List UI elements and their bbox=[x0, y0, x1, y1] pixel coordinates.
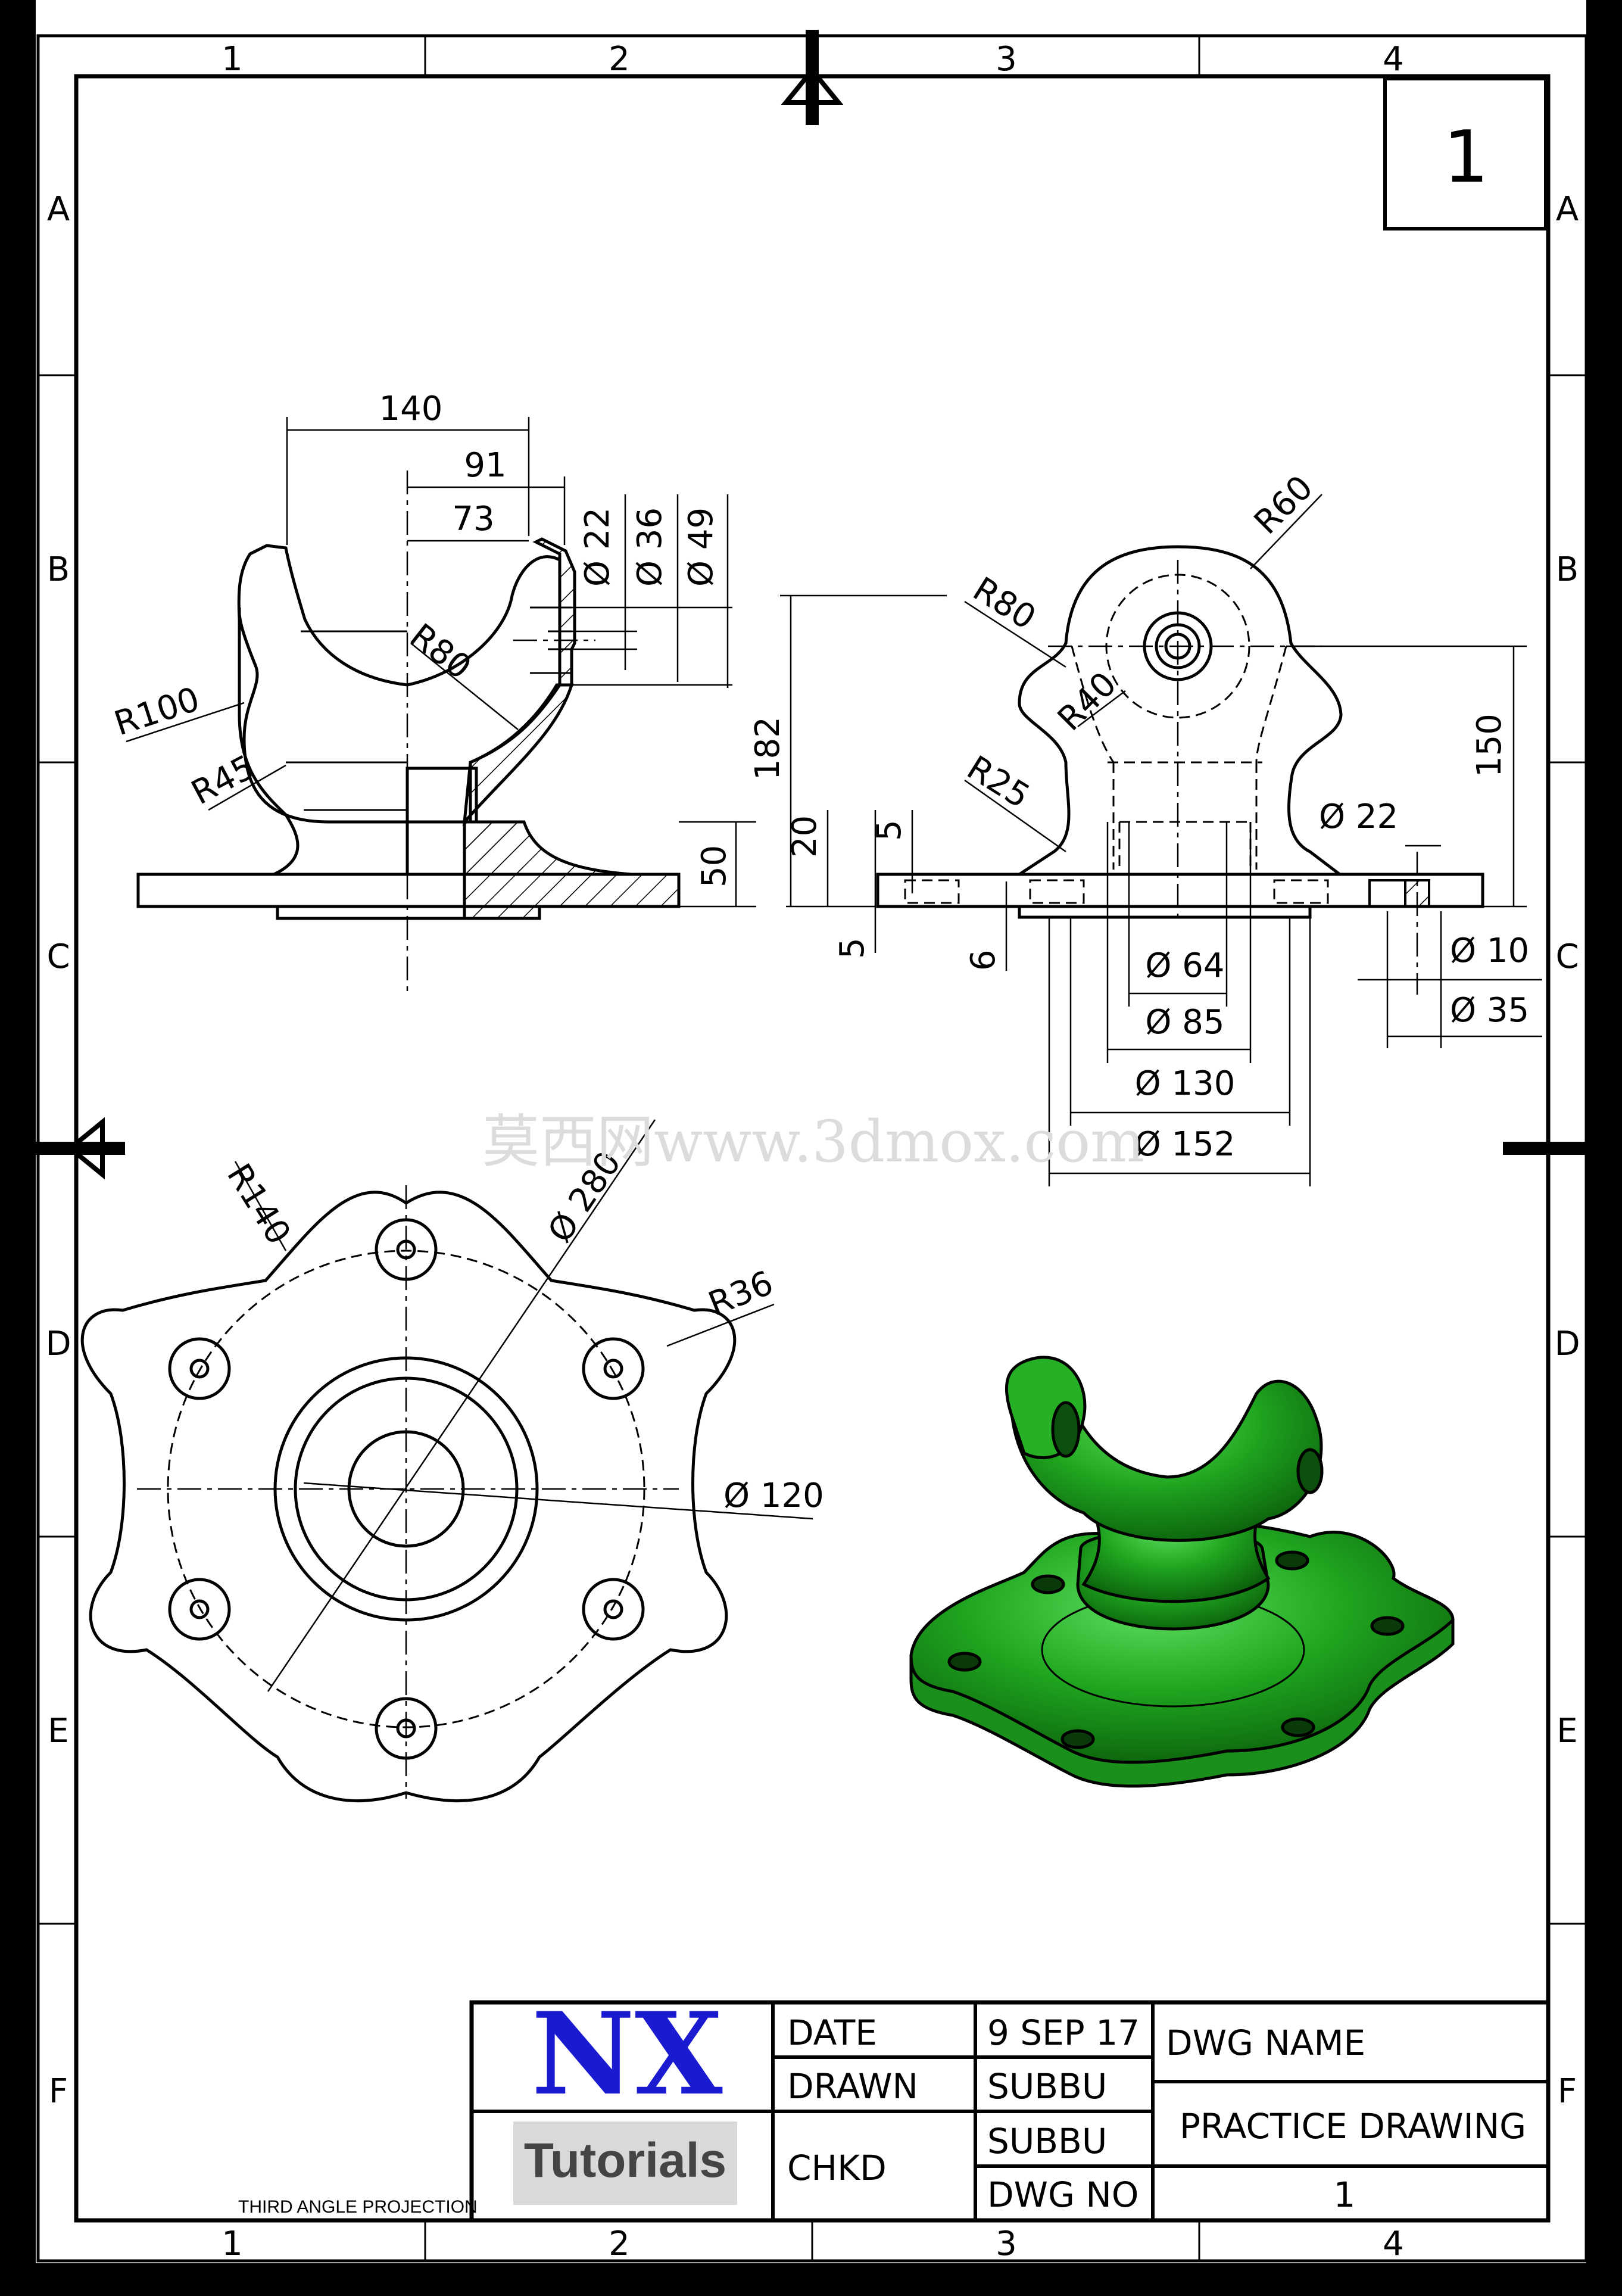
front-section-view: 140 91 73 Ø 22 Ø 36 Ø 49 R100 R45 R80 50 bbox=[110, 390, 756, 995]
front-left-neck bbox=[238, 619, 300, 876]
logo-tutorials-bg bbox=[513, 2121, 737, 2205]
tb-dwgno-value: 1 bbox=[1334, 2174, 1356, 2215]
watermark: 莫西网www.3dmox.com bbox=[482, 1108, 1144, 1175]
dim-side-5-lower: 5 bbox=[833, 937, 872, 959]
zone-row-a-left: A bbox=[47, 190, 70, 229]
zone-row-a-right: A bbox=[1556, 190, 1579, 229]
tb-dwgname-value: PRACTICE DRAWING bbox=[1180, 2106, 1526, 2147]
logo-nx: NX bbox=[531, 1987, 723, 2120]
top-bolt-holes bbox=[168, 1218, 645, 1760]
zone-col-2-top: 2 bbox=[609, 40, 630, 79]
tb-dwgno-label: DWG NO bbox=[987, 2174, 1138, 2215]
dim-front-50: 50 bbox=[695, 845, 734, 887]
bottom-margin-band bbox=[0, 2263, 1622, 2296]
zone-col-3-bottom: 3 bbox=[996, 2225, 1017, 2263]
dim-side-phi10: Ø 10 bbox=[1450, 932, 1529, 970]
dim-side-5-upper: 5 bbox=[870, 820, 909, 841]
dim-side-182: 182 bbox=[748, 716, 787, 780]
dim-side-20: 20 bbox=[785, 815, 824, 858]
zone-col-1-top: 1 bbox=[222, 40, 243, 79]
zone-row-f-right: F bbox=[1558, 2072, 1577, 2111]
tb-chkd-value: SUBBU bbox=[987, 2121, 1107, 2161]
zone-col-3-top: 3 bbox=[996, 40, 1017, 79]
zone-row-e-right: E bbox=[1557, 1712, 1577, 1750]
tb-drawn-value: SUBBU bbox=[987, 2066, 1107, 2107]
dim-top-phi120: Ø 120 bbox=[723, 1476, 824, 1515]
dim-side-6: 6 bbox=[964, 949, 1003, 971]
dim-front-140: 140 bbox=[379, 390, 443, 428]
dim-front-phi36: Ø 36 bbox=[631, 507, 669, 587]
sheet-number: 1 bbox=[1443, 116, 1489, 199]
zone-col-4-top: 4 bbox=[1383, 40, 1404, 79]
dim-side-phi22: Ø 22 bbox=[1319, 797, 1398, 836]
zone-row-c-left: C bbox=[46, 937, 70, 976]
zone-row-c-right: C bbox=[1555, 937, 1579, 976]
tb-dwgname-label: DWG NAME bbox=[1166, 2023, 1365, 2063]
zone-row-d-right: D bbox=[1554, 1325, 1580, 1363]
zone-col-4-bottom: 4 bbox=[1383, 2225, 1404, 2263]
dim-front-phi49: Ø 49 bbox=[682, 507, 720, 587]
tb-drawn-label: DRAWN bbox=[787, 2066, 918, 2107]
dim-side-150: 150 bbox=[1470, 714, 1509, 777]
zone-row-d-left: D bbox=[45, 1325, 71, 1363]
logo-tutorials: Tutorials bbox=[524, 2133, 726, 2188]
zone-col-1-bottom: 1 bbox=[222, 2225, 243, 2263]
tb-date-value: 9 SEP 17 bbox=[987, 2012, 1140, 2053]
side-outer-profile bbox=[1018, 545, 1343, 876]
dim-side-phi64: Ø 64 bbox=[1145, 946, 1224, 985]
centering-mark-left bbox=[30, 1117, 125, 1180]
tb-date-label: DATE bbox=[787, 2012, 877, 2053]
zone-row-b-right: B bbox=[1556, 550, 1579, 589]
dim-side-phi130: Ø 130 bbox=[1135, 1064, 1236, 1103]
outer-border bbox=[36, 34, 1588, 2263]
dim-side-phi35: Ø 35 bbox=[1450, 991, 1529, 1030]
front-left-profile bbox=[237, 544, 409, 874]
dim-side-phi85: Ø 85 bbox=[1145, 1003, 1224, 1042]
isometric-model bbox=[909, 1356, 1455, 1788]
projection-note: THIRD ANGLE PROJECTION bbox=[238, 2197, 478, 2217]
tb-chkd-label: CHKD bbox=[787, 2148, 887, 2188]
zone-row-e-left: E bbox=[48, 1712, 68, 1750]
sheet-number-box bbox=[1383, 77, 1548, 230]
zone-row-b-left: B bbox=[47, 550, 70, 589]
dim-front-91: 91 bbox=[464, 446, 506, 485]
dim-side-phi152: Ø 152 bbox=[1135, 1125, 1236, 1164]
zone-col-2-bottom: 2 bbox=[609, 2225, 630, 2263]
dim-front-73: 73 bbox=[452, 500, 494, 538]
centering-mark-top bbox=[781, 30, 844, 125]
dim-front-phi22: Ø 22 bbox=[578, 507, 617, 587]
zone-row-f-left: F bbox=[49, 2072, 68, 2111]
